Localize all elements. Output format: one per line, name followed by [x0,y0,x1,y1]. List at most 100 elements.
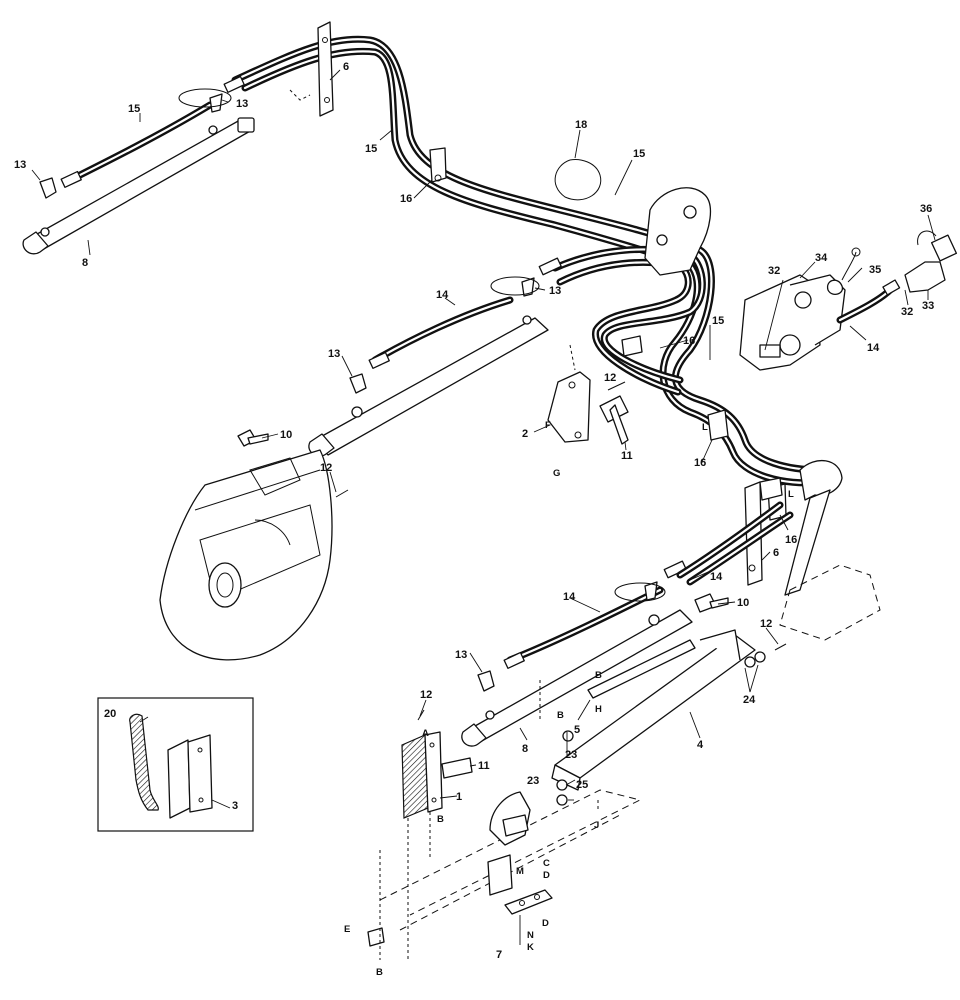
strap-5 [587,639,696,699]
bolt-10-middle [237,429,269,447]
callout-14: 14 [710,571,723,583]
callout-23: 23 [527,775,539,787]
cylinder-8-lower [461,609,693,747]
snap-ring-18 [554,159,602,201]
callout-13: 13 [455,649,467,661]
pin-11-lower [441,757,473,779]
plate-7 [504,889,553,915]
callout-15: 15 [128,103,140,115]
ref-letter-E: E [344,924,350,935]
ref-letter-B: B [595,670,602,681]
clamp-16-b [621,335,643,357]
callout-12: 12 [420,689,432,701]
ref-letter-L: L [788,489,794,500]
gearbox-housing [159,449,333,661]
letter-references: F G L L B H B A B J C M D D N K E B [344,420,794,978]
callout-13: 13 [236,98,248,110]
o-ring-lower [614,582,666,602]
callout-16: 16 [400,193,412,205]
hub-piece [489,791,531,846]
fitting-13-a [39,177,57,199]
callout-20: 20 [104,708,116,720]
ref-letter-B: B [557,710,564,721]
callout-33: 33 [922,300,934,312]
ref-letter-K: K [527,942,534,953]
washer-23-a [562,730,574,742]
callout-16: 16 [785,534,797,546]
callout-2: 2 [522,428,528,440]
callout-8: 8 [82,257,88,269]
ref-letter-J: J [594,820,599,831]
bracket-M [487,854,513,896]
callout-11: 11 [478,760,490,772]
arm-4 [551,629,766,791]
callout-7: 7 [496,949,502,961]
fitting-13-e [477,670,495,692]
ref-letter-D: D [543,870,550,881]
coupler-33 [904,230,958,293]
callout-32: 32 [768,265,780,277]
callout-6: 6 [773,547,779,559]
ref-letter-L: L [702,422,708,433]
callout-1: 1 [456,791,462,803]
cotter-12-b [335,489,349,498]
bolt-10-lower [694,593,729,613]
cotter-12-c [417,709,425,721]
callout-14: 14 [867,342,880,354]
frame-outline-lower [379,789,642,916]
clamp-16-a [429,147,447,183]
callout-13: 13 [14,159,26,171]
callout-16: 16 [683,335,695,347]
o-ring-middle [490,276,540,296]
ref-letter-B: B [437,814,444,825]
callout-4: 4 [697,739,704,751]
hose-14-pair [551,245,706,396]
callout-11: 11 [621,450,633,462]
callout-10: 10 [280,429,292,441]
callout-13: 13 [549,285,561,297]
cylinder-middle [308,315,549,457]
ref-letter-A: A [422,728,429,739]
hose-14-middle [368,257,562,369]
callout-34: 34 [815,252,828,264]
dust-cap-35 [826,247,861,296]
callout-14: 14 [436,289,449,301]
bracket-6-upper [289,21,334,117]
callout-24: 24 [743,694,756,706]
hose-15-left [60,75,245,188]
callout-15: 15 [712,315,724,327]
shield-bracket-1 [401,731,443,819]
callout-8: 8 [522,743,528,755]
nut-25 [556,794,568,806]
ref-letter-G: G [553,468,560,479]
ref-letter-M: M [516,866,524,877]
frame-mount [644,187,712,276]
callout-12: 12 [320,462,332,474]
hose-14-coupler [836,279,901,324]
dashed-leaders [379,344,599,960]
callout-16: 16 [694,457,706,469]
ref-letter-H: H [595,704,602,715]
inset-box [97,697,254,832]
fitting-13-f [644,581,658,601]
bracket-6-right [744,477,783,586]
ref-letter-C: C [543,858,550,869]
valve-34 [739,274,846,371]
ref-letter-N: N [527,930,534,941]
callout-numbers: 15 13 13 8 6 15 16 18 15 14 13 13 16 15 … [14,61,934,961]
cylinder-8-upper [22,117,255,255]
washer-23-b [556,779,568,791]
callout-6: 6 [343,61,349,73]
callout-25: 25 [576,779,588,791]
cotter-12-d [774,643,787,651]
ref-letter-D: D [542,918,549,929]
callout-35: 35 [869,264,881,276]
callout-18: 18 [575,119,587,131]
callout-36: 36 [920,203,932,215]
callout-15: 15 [365,143,377,155]
ref-letter-B: B [376,967,383,978]
callout-15: 15 [633,148,645,160]
clevis-bracket-2 [547,371,591,443]
callout-14: 14 [563,591,576,603]
